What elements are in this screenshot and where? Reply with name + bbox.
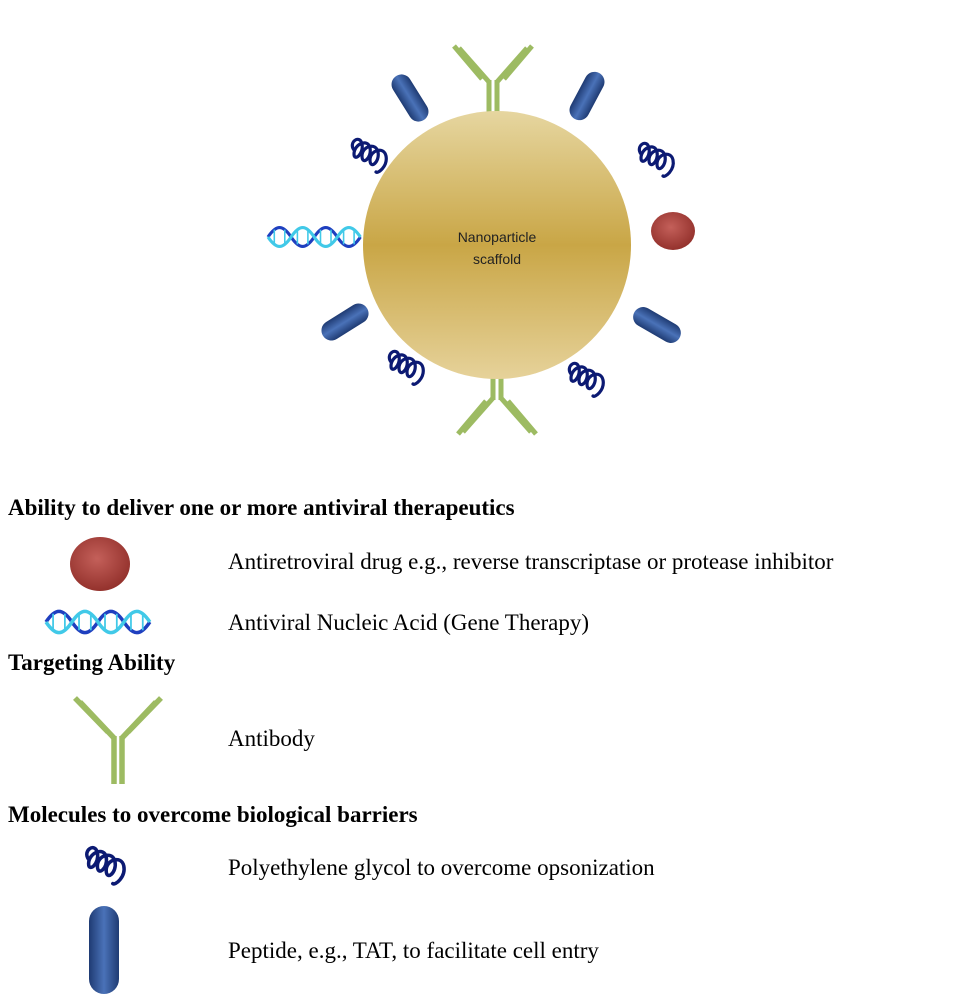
- nucleic-acid-helix-icon: [44, 609, 152, 635]
- scaffold-label-line2: scaffold: [473, 251, 521, 267]
- antibody-icon: [454, 46, 532, 120]
- drug-label: Antiretroviral drug e.g., reverse transc…: [228, 549, 834, 574]
- antiretroviral-drug-icon: [651, 212, 695, 250]
- polyethylene-glycol-coil-icon: [567, 361, 605, 398]
- section-heading-targeting: Targeting Ability: [8, 650, 176, 675]
- peptide-icon: [89, 906, 119, 994]
- section-heading-barriers: Molecules to overcome biological barrier…: [8, 802, 418, 827]
- scaffold-label-line1: Nanoparticle: [457, 229, 537, 245]
- polyethylene-glycol-coil-icon: [350, 137, 388, 174]
- peptide-icon: [317, 299, 373, 345]
- antibody-icon: [73, 696, 163, 784]
- nucleic-acid-helix-icon: [266, 225, 362, 249]
- peg-label: Polyethylene glycol to overcome opsoniza…: [228, 855, 655, 880]
- polyethylene-glycol-coil-icon: [637, 141, 675, 178]
- scaffold-label: Nanoparticle scaffold: [407, 226, 587, 270]
- polyethylene-glycol-coil-icon: [85, 845, 126, 886]
- polyethylene-glycol-coil-icon: [387, 349, 425, 386]
- peptide-icon: [565, 68, 609, 124]
- nanoparticle-diagram: [266, 0, 695, 480]
- peptide-icon: [629, 303, 685, 347]
- nanoparticle-scaffold: [363, 111, 631, 379]
- nucleic-acid-label: Antiviral Nucleic Acid (Gene Therapy): [228, 610, 590, 635]
- antiretroviral-drug-icon: [70, 537, 130, 591]
- antibody-label: Antibody: [228, 726, 315, 751]
- section-heading-therapeutics: Ability to deliver one or more antiviral…: [8, 495, 515, 520]
- peptide-label: Peptide, e.g., TAT, to facilitate cell e…: [228, 938, 599, 963]
- peptide-icon: [387, 70, 433, 126]
